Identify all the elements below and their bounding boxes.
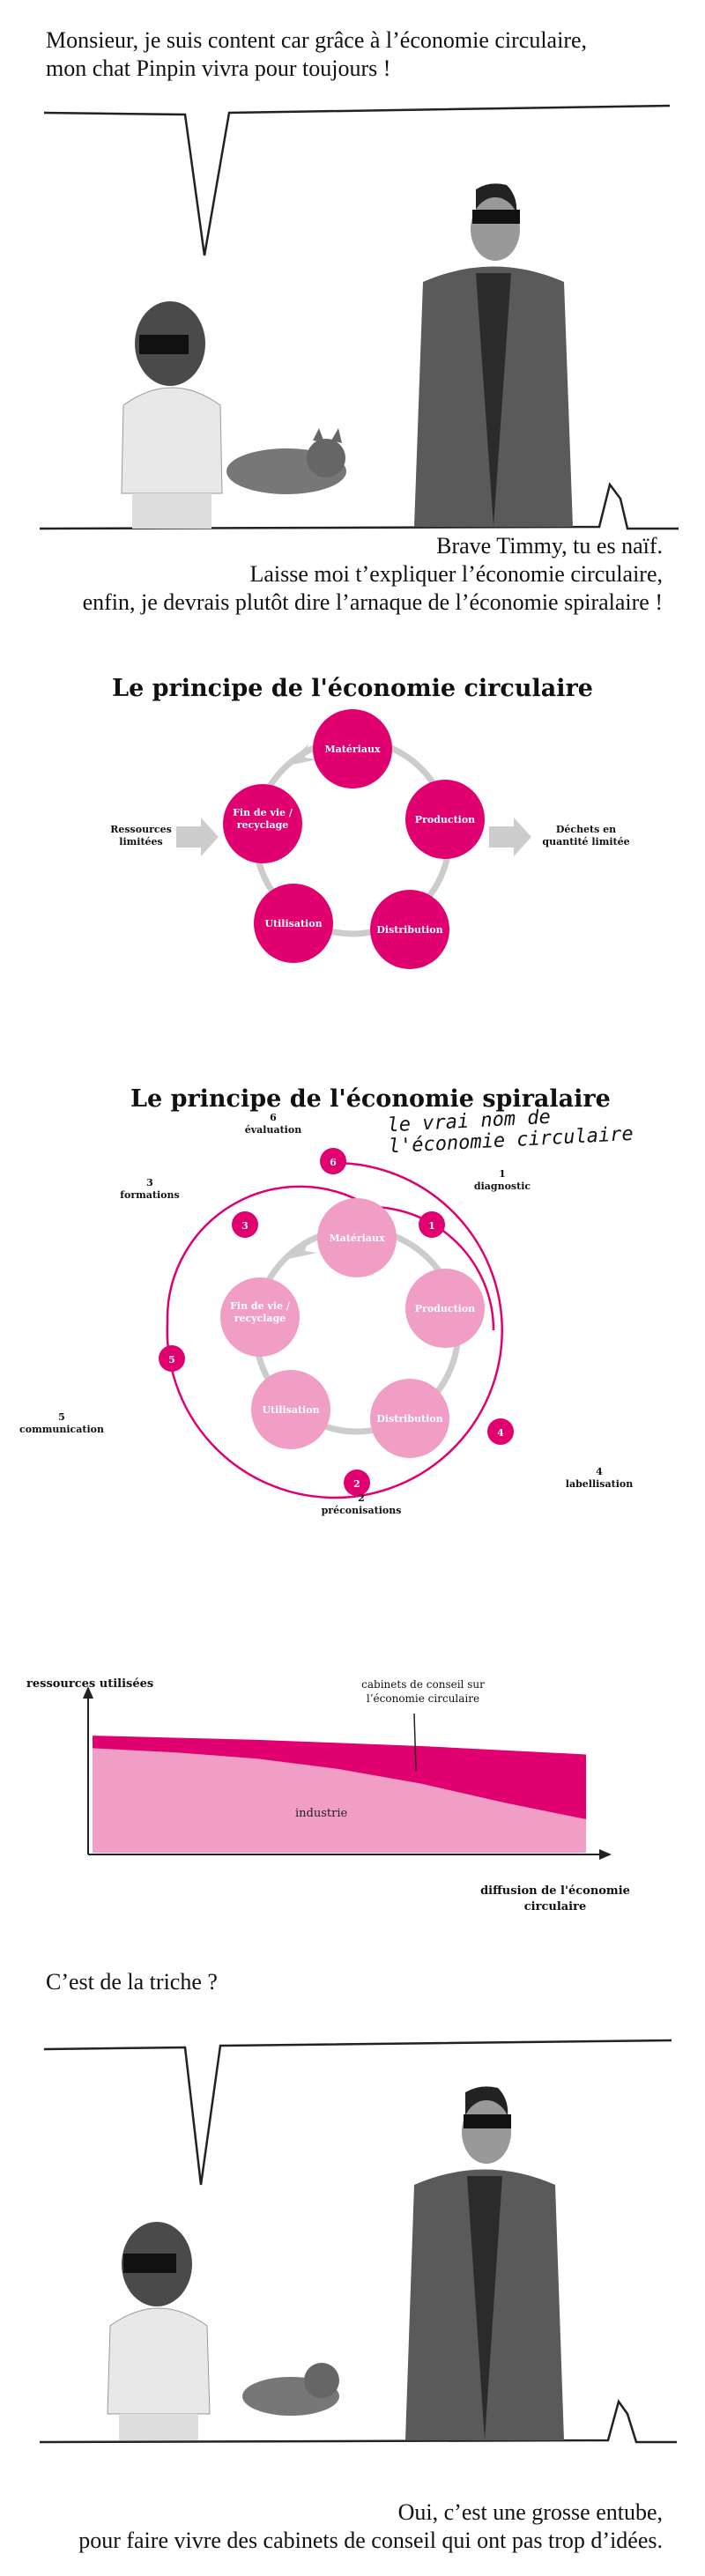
step-badge-3-num: 3 [241, 1220, 249, 1232]
speech-line-2: mon chat Pinpin vivra pour toujours ! [46, 56, 391, 81]
node-materiaux-label: Matériaux [324, 744, 380, 755]
input-arrow [176, 818, 219, 856]
step-label-2-num: 2 [358, 1492, 365, 1504]
cabinets-pointer [413, 1713, 417, 1772]
cat-figure-2 [242, 2363, 339, 2416]
cycle-arrow-light [284, 1239, 317, 1260]
series-label-industrie: industrie [295, 1807, 347, 1820]
area-series-0 [93, 1748, 586, 1853]
reply-line-2: Laisse moi t’expliquer l’économie circul… [249, 561, 663, 587]
step-badge-2-num: 2 [353, 1478, 360, 1490]
answer-text: Oui, c’est une grosse entube, pour faire… [53, 2498, 663, 2555]
step-badge-2: 2 [344, 1469, 370, 1496]
chart-areas [93, 1736, 586, 1853]
node-utilisation: Utilisation [254, 884, 333, 963]
node-fin-de-vie-label: Fin de vie / recyclage [233, 807, 293, 831]
step-label-2: 2 préconisations [317, 1492, 405, 1517]
step-label-5: 5 communication [18, 1411, 106, 1436]
node2-production: Production [405, 1269, 485, 1348]
step-label-6-text: évaluation [244, 1124, 302, 1136]
speech-line-1: Monsieur, je suis content car grâce à l’… [46, 27, 588, 53]
answer-line-1: Oui, c’est une grosse entube, [397, 2499, 663, 2525]
diagram1-title: Le principe de l'économie circulaire [112, 675, 593, 702]
child-figure [121, 301, 223, 529]
node2-fin-de-vie: Fin de vie / recyclage [220, 1277, 300, 1357]
area-chart: industrie [83, 1686, 612, 1860]
node2-fin-de-vie-label: Fin de vie / recyclage [230, 1300, 290, 1324]
output-arrow [489, 818, 531, 856]
chart-xlabel: diffusion de l'économie circulaire [480, 1884, 630, 1913]
question-text: C’est de la triche ? [46, 1969, 218, 1995]
step-label-5-num: 5 [58, 1411, 65, 1423]
ground-line [39, 482, 679, 530]
series-label-cabinets: cabinets de conseil sur l’économie circu… [361, 1678, 485, 1705]
man-figure-2 [405, 2086, 564, 2440]
y-axis-arrow [83, 1686, 93, 1699]
node2-utilisation-label: Utilisation [262, 1404, 319, 1416]
input-label: Ressources limitées [110, 824, 172, 848]
man-figure [414, 183, 573, 527]
node-distribution-label: Distribution [376, 924, 442, 936]
node-materiaux: Matériaux [313, 709, 392, 788]
cycle-arrow [284, 744, 317, 766]
step-badge-6: 6 [320, 1148, 346, 1174]
panel1-drawing [39, 104, 679, 530]
node2-distribution: Distribution [370, 1379, 449, 1458]
step-label-3-text: formations [120, 1189, 180, 1201]
output-label: Déchets en quantité limitée [542, 824, 630, 848]
x-axis-arrow [599, 1849, 612, 1860]
step-label-4-text: labellisation [565, 1478, 634, 1490]
node-utilisation-label: Utilisation [264, 918, 322, 929]
step-label-5-text: communication [19, 1424, 104, 1435]
spiral-diagram: Matériaux Production Distribution Utilis… [159, 1148, 514, 1499]
step-badge-1: 1 [419, 1211, 445, 1238]
node2-production-label: Production [415, 1303, 475, 1314]
reply-line-1: Brave Timmy, tu es naïf. [436, 533, 663, 559]
step-label-1: 1 diagnostic [467, 1168, 538, 1193]
node-distribution: Distribution [370, 890, 449, 969]
step-label-6: 6 évaluation [238, 1112, 308, 1136]
reply-line-3: enfin, je devrais plutôt dire l’arnaque … [82, 589, 663, 615]
step-label-3-num: 3 [146, 1177, 153, 1188]
step-label-1-num: 1 [499, 1168, 506, 1180]
step-badge-3: 3 [232, 1211, 258, 1238]
answer-line-2: pour faire vivre des cabinets de conseil… [78, 2528, 663, 2553]
node-fin-de-vie: Fin de vie / recyclage [223, 784, 302, 863]
step-badge-4-num: 4 [497, 1427, 504, 1439]
node2-distribution-label: Distribution [376, 1413, 442, 1425]
diagram2-title: Le principe de l'économie spiralaire [130, 1085, 611, 1113]
speech-bubble-outline-2 [43, 2039, 672, 2186]
step-badge-6-num: 6 [330, 1157, 337, 1168]
step-label-6-num: 6 [270, 1112, 277, 1123]
step-badge-1-num: 1 [428, 1220, 435, 1232]
node-production-label: Production [415, 814, 475, 825]
ground-line-2 [39, 2399, 677, 2444]
speech-bubble-outline [43, 104, 671, 256]
step-label-4-num: 4 [596, 1466, 603, 1477]
step-label-2-text: préconisations [321, 1505, 402, 1516]
cat-figure [226, 428, 346, 494]
step-label-3: 3 formations [115, 1177, 185, 1202]
chart-ylabel: ressources utilisées [26, 1677, 154, 1691]
reply-text: Brave Timmy, tu es naïf. Laisse moi t’ex… [79, 532, 663, 617]
panel2-drawing [39, 2039, 677, 2444]
step-label-1-text: diagnostic [473, 1181, 531, 1192]
step-badge-4: 4 [487, 1418, 514, 1445]
step-label-4: 4 labellisation [555, 1466, 643, 1491]
step-badge-5: 5 [159, 1345, 185, 1372]
node2-utilisation: Utilisation [251, 1370, 330, 1449]
node-production: Production [405, 780, 485, 859]
child-figure-2 [107, 2222, 211, 2440]
step-badge-5-num: 5 [168, 1354, 175, 1366]
node2-materiaux: Matériaux [317, 1198, 397, 1277]
speech-top: Monsieur, je suis content car grâce à l’… [46, 26, 663, 83]
circular-diagram: Matériaux Production Distribution Utilis… [176, 709, 531, 969]
node2-materiaux-label: Matériaux [329, 1232, 384, 1244]
